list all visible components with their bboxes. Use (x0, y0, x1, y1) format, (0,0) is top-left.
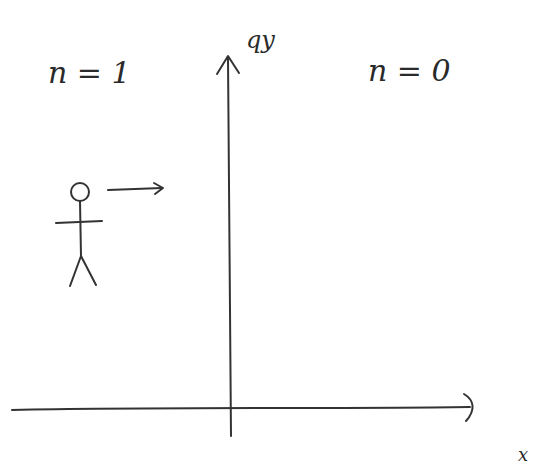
axis-label: x (518, 446, 528, 464)
stick-figure-body (80, 201, 81, 256)
axis-arrowhead (217, 56, 239, 74)
region-label: n = 1 (48, 58, 131, 88)
stick-figure-head (71, 183, 89, 201)
axis-label: qy (246, 28, 275, 52)
stick-figure-arms (56, 221, 102, 223)
motion-arrow (108, 188, 162, 190)
region-label: n = 0 (368, 56, 451, 86)
vertical-axis (228, 58, 231, 436)
stick-figure-legs (70, 256, 96, 286)
axis-arrowhead (464, 394, 473, 421)
horizontal-axis (12, 407, 470, 410)
motion-arrowhead (154, 183, 163, 194)
